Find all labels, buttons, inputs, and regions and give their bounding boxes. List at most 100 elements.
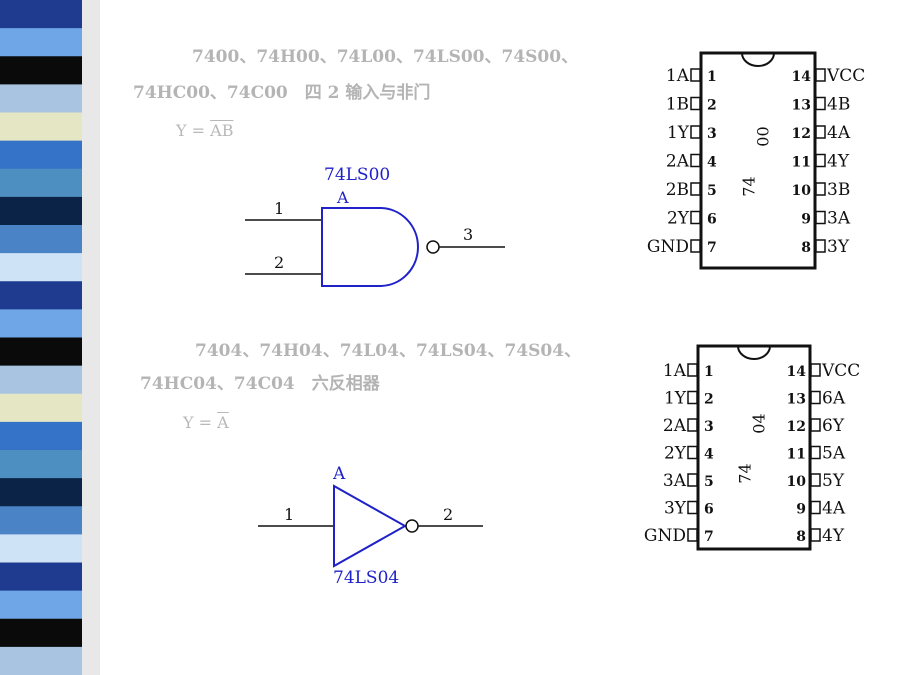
nand-pin-name: 2A (666, 152, 690, 172)
not-pin-stub (810, 445, 821, 460)
decorative-stripe-bar (0, 0, 100, 675)
nand-gate-symbol: 74LS00 A 1 2 3 (245, 165, 505, 287)
not-pin-name: VCC (821, 361, 860, 381)
nand-chip-body (699, 51, 817, 270)
not-pin-name: 3A (663, 471, 687, 491)
stripe-block (0, 56, 82, 85)
not-pin-name: 6A (822, 389, 846, 409)
not-chip-body (696, 344, 812, 551)
not-chip-notch (737, 345, 771, 360)
nand-pin-name: 2Y (667, 209, 690, 229)
not-pin-number: 4 (704, 447, 714, 463)
stripe-block (0, 168, 82, 198)
nand-pin-number: 10 (792, 183, 812, 199)
not-pin-number: 14 (787, 364, 807, 380)
nand-pin-name: 4B (827, 95, 850, 115)
not-pin-number: 12 (787, 419, 806, 435)
not-pin-number: 3 (704, 419, 714, 435)
stripe-block (0, 196, 82, 226)
stripe-block (0, 140, 82, 170)
not-pin-stub (810, 528, 821, 542)
stripe-block (0, 225, 82, 254)
not-pin-name: 2Y (664, 444, 687, 464)
nand-pin-stub (690, 96, 701, 111)
not-output-bubble (405, 519, 419, 533)
not-pin-stub (810, 473, 821, 487)
not-description-line1: 7404、74H04、74L04、74LS04、74S04、 (195, 341, 582, 361)
nand-pin-name: VCC (826, 66, 865, 86)
not-description-line2: 74HC04、74C04 六反相器 (140, 374, 380, 394)
stripe-block (0, 506, 82, 535)
not-pin-number: 5 (704, 474, 714, 490)
nand-pin-number: 14 (792, 69, 812, 85)
not-pin-stub (687, 473, 698, 487)
nand-pin-name: GND (647, 237, 689, 257)
nand-pin-name: 2B (666, 180, 689, 200)
nand-pin-stub (690, 239, 701, 253)
stripe-block (0, 590, 82, 620)
not-pin-number: 7 (704, 529, 714, 545)
nand-pin-number: 9 (801, 212, 811, 228)
nand-pin-stub (815, 239, 826, 253)
nand-pin-name: 3A (827, 209, 851, 229)
not-pin-name: 5A (822, 444, 846, 464)
nand-pin-number: 2 (707, 98, 717, 114)
nand-pin-name: 3B (827, 180, 850, 200)
nand-description-line2: 74HC00、74C00 四 2 输入与非门 (133, 83, 431, 103)
not-pin-name: 1Y (664, 389, 687, 409)
nand-pin-stub (815, 210, 826, 225)
nand-pin-number: 12 (792, 126, 811, 142)
stripe-shadow (82, 0, 100, 675)
not-pin-number: 1 (704, 364, 714, 380)
not-gate-body (333, 484, 408, 568)
stripe-block (0, 393, 82, 423)
stripe-block (0, 309, 82, 339)
not-pin-name: 4Y (822, 526, 845, 546)
not-pin-stub (810, 418, 821, 432)
nand-pin-number: 5 (707, 183, 717, 199)
nand-pin-stub (815, 153, 826, 168)
nand-pin-number: 8 (801, 240, 811, 256)
nand-pin-stub (690, 153, 701, 168)
not-pin-number: 6 (704, 502, 714, 518)
not-pin-name: 5Y (822, 471, 845, 491)
nand-description-line1: 7400、74H00、74L00、74LS00、74S00、 (192, 47, 579, 67)
nand-pin-stub (690, 68, 701, 82)
stripe-block (0, 646, 82, 675)
stripe-block (0, 281, 82, 310)
nand-input1-pin: 1 (274, 199, 284, 218)
not-pin-number: 13 (787, 392, 806, 408)
not-pin-stub (687, 390, 698, 405)
nand-pin-stub (690, 182, 701, 196)
stripe-block (0, 253, 82, 282)
not-pin-stub (687, 528, 698, 542)
not-gate-label: A (332, 464, 346, 484)
nand-pin-stub (815, 68, 826, 82)
nand-output-pin: 3 (463, 225, 473, 244)
not-pin-name: 6Y (822, 416, 845, 436)
not-chip-label-bottom: 74 (736, 463, 755, 483)
not-pin-number: 8 (796, 529, 806, 545)
nand-chip-label-top: 00 (754, 126, 773, 146)
stripe-block (0, 618, 82, 648)
not-formula: Y = A (183, 413, 229, 432)
nand-chip-notch (741, 52, 775, 67)
stripe-block (0, 84, 82, 114)
nand-pin-stub (815, 125, 826, 139)
not-pin-stub (810, 390, 821, 405)
not-pin-stub (810, 363, 821, 377)
nand-formula: Y = AB (176, 121, 234, 140)
nand-pin-name: 1A (666, 66, 690, 86)
stripe-block (0, 28, 82, 57)
stripe-block (0, 421, 82, 451)
not-pin-name: 3Y (664, 499, 687, 519)
not-pin-stub (687, 418, 698, 432)
nand-pin-name: 4A (827, 123, 851, 143)
not-pin-number: 11 (787, 447, 806, 463)
not-pin-stub (810, 500, 821, 515)
nand-pin-number: 11 (792, 155, 811, 171)
nand-pin-name: 4Y (827, 152, 850, 172)
nand-pin-stub (815, 182, 826, 196)
nand-output-bubble (426, 240, 440, 254)
